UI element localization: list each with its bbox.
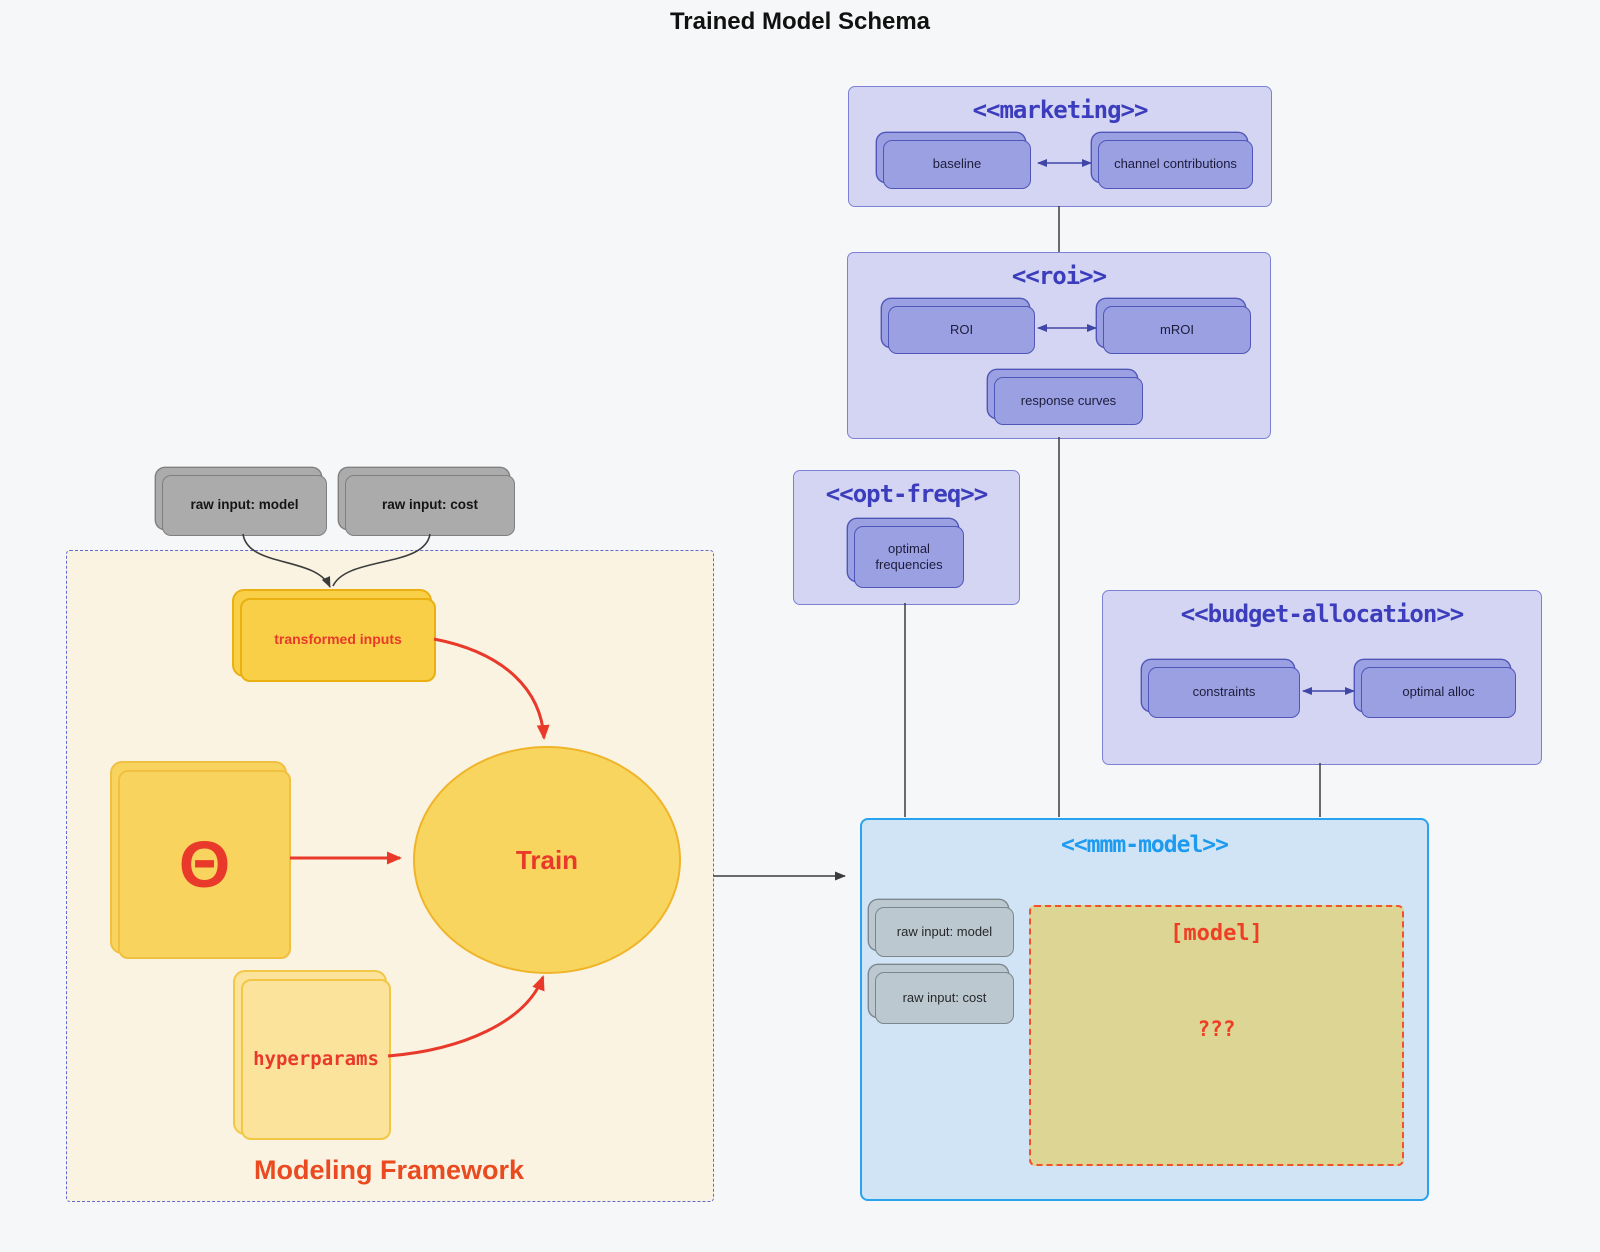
group-marketing: <<marketing>> baseline channel contribut…	[848, 86, 1272, 207]
node-raw-input-cost: raw input: cost	[345, 475, 515, 536]
group-marketing-title: <<marketing>>	[972, 96, 1149, 124]
node-mmm-raw-input-cost: raw input: cost	[875, 972, 1014, 1024]
node-hyperparams: hyperparams	[241, 979, 391, 1140]
node-response-curves: response curves	[994, 377, 1143, 425]
group-mmm-model: <<mmm-model>> raw input: model raw input…	[860, 818, 1429, 1201]
node-roi: ROI	[888, 306, 1035, 354]
model-placeholder-box: [model] ???	[1029, 905, 1404, 1166]
framework-label: Modeling Framework	[253, 1155, 525, 1185]
node-theta: Θ	[118, 770, 291, 959]
group-roi: <<roi>> ROI mROI response curves	[847, 252, 1271, 439]
group-opt-freq: <<opt-freq>> optimal frequencies	[793, 470, 1020, 605]
model-question-marks: ???	[1197, 1017, 1236, 1041]
node-raw-input-model: raw input: model	[162, 475, 327, 536]
node-constraints: constraints	[1148, 667, 1300, 718]
group-budget-allocation-title: <<budget-allocation>>	[1180, 600, 1464, 628]
node-optimal-frequencies: optimal frequencies	[854, 526, 964, 588]
node-train: Train	[413, 746, 681, 974]
node-baseline: baseline	[883, 140, 1031, 189]
node-mroi: mROI	[1103, 306, 1251, 354]
node-channel-contributions: channel contributions	[1098, 140, 1253, 189]
node-transformed-inputs: transformed inputs	[240, 598, 436, 682]
group-budget-allocation: <<budget-allocation>> constraints optima…	[1102, 590, 1542, 765]
group-roi-title: <<roi>>	[1011, 262, 1107, 290]
group-mmm-model-title: <<mmm-model>>	[1060, 832, 1229, 858]
node-mmm-raw-input-model: raw input: model	[875, 907, 1014, 957]
model-label: [model]	[1170, 921, 1263, 946]
node-optimal-alloc: optimal alloc	[1361, 667, 1516, 718]
group-opt-freq-title: <<opt-freq>>	[825, 480, 988, 508]
diagram-title: Trained Model Schema	[669, 8, 931, 35]
